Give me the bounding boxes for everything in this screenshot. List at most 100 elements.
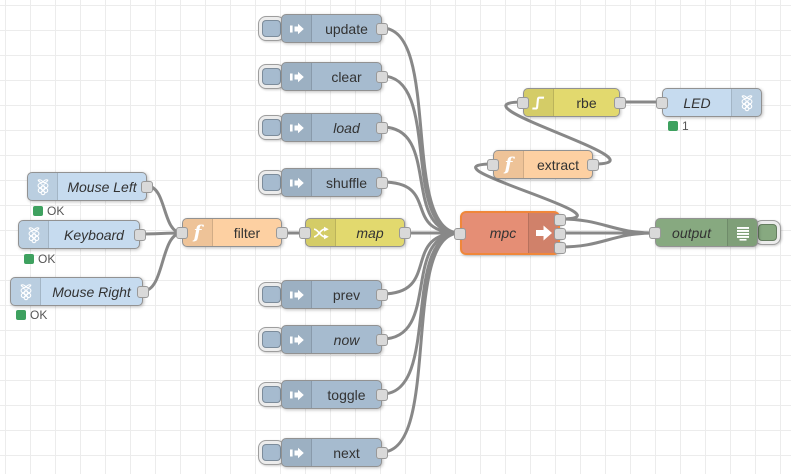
node-label: Keyboard [64,226,124,243]
inject-button-load[interactable] [258,115,285,140]
output-port[interactable] [399,227,411,239]
wire-mpc3-to-output[interactable] [558,231,657,249]
node-extract[interactable]: f extract [487,150,599,179]
node-filter[interactable]: f filter [176,218,288,247]
node-now[interactable]: now [281,325,388,354]
node-output[interactable]: output [649,218,758,247]
output-port[interactable] [134,229,146,241]
inject-arrow-icon [282,15,312,42]
output-port[interactable] [614,97,626,109]
output-port-2[interactable] [554,228,566,240]
node-next[interactable]: next [281,438,388,467]
node-keyboard[interactable]: Keyboard [18,220,146,249]
node-label: rbe [576,94,597,111]
debug-list-icon [727,219,757,246]
inject-button-update[interactable] [258,16,285,41]
inject-arrow-icon [282,281,312,308]
node-label: now [333,331,360,348]
node-label: prev [332,286,361,303]
wire-mouse-right-to-filter[interactable] [141,231,184,293]
output-port[interactable] [376,334,388,346]
node-mpc[interactable]: mpc [454,211,566,255]
inject-arrow-icon [282,114,312,141]
node-toggle[interactable]: toggle [281,380,388,409]
inject-arrow-icon [282,326,312,353]
status-mouse-left: OK [33,204,64,218]
function-icon: f [494,151,524,178]
node-label: extract [536,156,579,173]
wire-mpc-to-extract[interactable] [474,162,579,221]
input-port[interactable] [517,97,529,109]
output-port[interactable] [276,227,288,239]
node-update[interactable]: update [281,14,388,43]
node-map[interactable]: map [299,218,411,247]
node-label: map [356,224,384,241]
wire-load-to-mpc[interactable] [380,125,462,235]
node-label: shuffle [326,174,367,191]
status-dot [33,206,43,216]
status-led: 1 [668,119,689,133]
node-label: LED [683,94,711,111]
inject-arrow-icon [282,169,312,196]
wire-extract-to-rbe[interactable] [504,100,612,166]
input-port[interactable] [656,97,668,109]
status-dot [668,121,678,131]
node-shuffle[interactable]: shuffle [281,168,388,197]
wire-mouse-left-to-filter[interactable] [145,184,184,235]
status-dot [24,254,34,264]
output-port[interactable] [376,122,388,134]
thick-arrow-icon [528,213,558,253]
inject-button-next[interactable] [258,440,285,465]
input-port[interactable] [176,227,188,239]
rbe-step-icon [524,89,554,116]
wire-update-to-mpc[interactable] [380,26,462,235]
wire-now-to-mpc[interactable] [380,231,462,341]
node-label: Mouse Right [52,283,131,300]
output-port[interactable] [376,177,388,189]
inject-button-now[interactable] [258,327,285,352]
inject-button-prev[interactable] [258,282,285,307]
node-rbe[interactable]: rbe [517,88,626,117]
node-led[interactable]: LED [656,88,762,117]
crossed-arrows-icon [306,219,336,246]
output-port[interactable] [376,23,388,35]
wire-toggle-to-mpc[interactable] [380,231,462,396]
input-port[interactable] [487,159,499,171]
node-prev[interactable]: prev [281,280,388,309]
input-port[interactable] [649,227,661,239]
inject-button-toggle[interactable] [258,382,285,407]
output-port-3[interactable] [554,242,566,254]
output-port[interactable] [376,447,388,459]
output-port[interactable] [141,181,153,193]
input-port[interactable] [299,227,311,239]
wire-mpc1-to-output[interactable] [558,217,657,235]
output-port-1[interactable] [554,214,566,226]
node-mouse-left[interactable]: Mouse Left [27,172,153,201]
status-dot [16,310,26,320]
output-port[interactable] [376,71,388,83]
wire-clear-to-mpc[interactable] [380,74,462,235]
status-text: 1 [682,119,689,133]
status-text: OK [47,204,65,218]
inject-arrow-icon [282,63,312,90]
node-clear[interactable]: clear [281,62,388,91]
inject-arrow-icon [282,381,312,408]
raspberry-pi-icon [19,221,49,248]
debug-toggle-button[interactable] [754,220,781,245]
output-port[interactable] [137,286,149,298]
input-port[interactable] [454,228,466,240]
node-label: Mouse Left [67,178,137,195]
output-port[interactable] [376,289,388,301]
output-port[interactable] [587,159,599,171]
wire-next-to-mpc[interactable] [380,231,462,454]
inject-button-shuffle[interactable] [258,170,285,195]
node-label: toggle [327,386,366,403]
node-load[interactable]: load [281,113,388,142]
node-mouse-right[interactable]: Mouse Right [10,277,149,306]
wire-shuffle-to-mpc[interactable] [380,180,462,235]
output-port[interactable] [376,389,388,401]
node-label: output [672,224,711,241]
inject-button-clear[interactable] [258,64,285,89]
